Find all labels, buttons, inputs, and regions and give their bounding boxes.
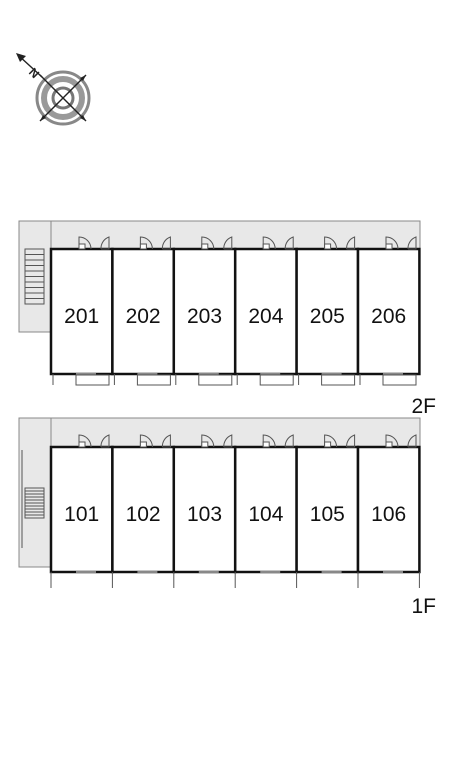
door-swing bbox=[100, 434, 110, 448]
meter-box bbox=[324, 243, 332, 250]
unit-number: 102 bbox=[126, 503, 161, 526]
corridor bbox=[18, 220, 421, 254]
door-swing bbox=[284, 434, 294, 448]
unit-105: 105 bbox=[295, 434, 360, 588]
door-swing bbox=[223, 236, 233, 250]
door-swing bbox=[324, 434, 338, 448]
door-swing bbox=[100, 236, 110, 250]
unit-outline bbox=[172, 247, 237, 376]
floor-2f: 201 202 203 204 205 206 2F bbox=[18, 220, 436, 418]
door-swing bbox=[78, 236, 92, 250]
meter-box bbox=[201, 243, 209, 250]
balcony bbox=[259, 374, 294, 386]
floor-label: 2F bbox=[411, 395, 436, 418]
unit-number: 205 bbox=[310, 305, 345, 328]
door-swing bbox=[324, 236, 338, 250]
unit-number: 105 bbox=[310, 503, 345, 526]
north-label: N bbox=[26, 65, 42, 81]
door-swing bbox=[201, 434, 215, 448]
door-swing bbox=[407, 434, 417, 448]
unit-202: 202 bbox=[111, 236, 176, 386]
floor-1f: 101 102 103 104 105 106 1F bbox=[18, 417, 436, 618]
unit-number: 201 bbox=[64, 305, 99, 328]
corridor bbox=[18, 417, 421, 452]
door-swing bbox=[139, 434, 153, 448]
door-swing bbox=[346, 434, 356, 448]
unit-outline bbox=[49, 445, 114, 574]
unit-outline bbox=[233, 445, 298, 574]
unit-106: 106 bbox=[356, 434, 421, 588]
unit-201: 201 bbox=[49, 236, 114, 386]
door-swing bbox=[385, 434, 399, 448]
door-swing bbox=[385, 236, 399, 250]
meter-box bbox=[201, 441, 209, 448]
corridor-side bbox=[18, 417, 52, 568]
unit-number: 103 bbox=[187, 503, 222, 526]
door-swing bbox=[139, 236, 153, 250]
stair-outline bbox=[24, 487, 45, 519]
compass-rose-icon: N bbox=[16, 53, 91, 126]
unit-204: 204 bbox=[233, 236, 298, 386]
staircase bbox=[24, 248, 45, 305]
door-swing bbox=[223, 434, 233, 448]
meter-box bbox=[78, 243, 86, 250]
stair-outline bbox=[24, 248, 45, 305]
meter-box bbox=[139, 243, 147, 250]
unit-205: 205 bbox=[295, 236, 360, 386]
door-swing bbox=[284, 236, 294, 250]
unit-206: 206 bbox=[356, 236, 421, 386]
meter-box bbox=[262, 243, 270, 250]
balcony bbox=[321, 374, 356, 386]
door-swing bbox=[161, 236, 171, 250]
unit-number: 206 bbox=[371, 305, 406, 328]
meter-box bbox=[139, 441, 147, 448]
unit-number: 204 bbox=[248, 305, 283, 328]
door-swing bbox=[346, 236, 356, 250]
unit-203: 203 bbox=[172, 236, 237, 386]
meter-box bbox=[324, 441, 332, 448]
unit-104: 104 bbox=[233, 434, 298, 588]
door-swing bbox=[262, 434, 276, 448]
unit-101: 101 bbox=[49, 434, 114, 588]
unit-number: 106 bbox=[371, 503, 406, 526]
unit-number: 101 bbox=[64, 503, 99, 526]
unit-outline bbox=[233, 247, 298, 376]
door-swing bbox=[262, 236, 276, 250]
unit-102: 102 bbox=[111, 434, 176, 588]
balcony bbox=[136, 374, 171, 386]
door-swing bbox=[201, 236, 215, 250]
unit-103: 103 bbox=[172, 434, 237, 588]
unit-number: 203 bbox=[187, 305, 222, 328]
staircase bbox=[21, 450, 45, 548]
floor-label: 1F bbox=[411, 595, 436, 618]
door-swing bbox=[407, 236, 417, 250]
meter-box bbox=[385, 243, 393, 250]
balcony bbox=[382, 374, 417, 386]
unit-outline bbox=[172, 445, 237, 574]
unit-number: 104 bbox=[248, 503, 283, 526]
door-swing bbox=[78, 434, 92, 448]
unit-number: 202 bbox=[126, 305, 161, 328]
door-swing bbox=[161, 434, 171, 448]
meter-box bbox=[78, 441, 86, 448]
meter-box bbox=[262, 441, 270, 448]
balcony bbox=[75, 374, 110, 386]
meter-box bbox=[385, 441, 393, 448]
balcony bbox=[198, 374, 233, 386]
